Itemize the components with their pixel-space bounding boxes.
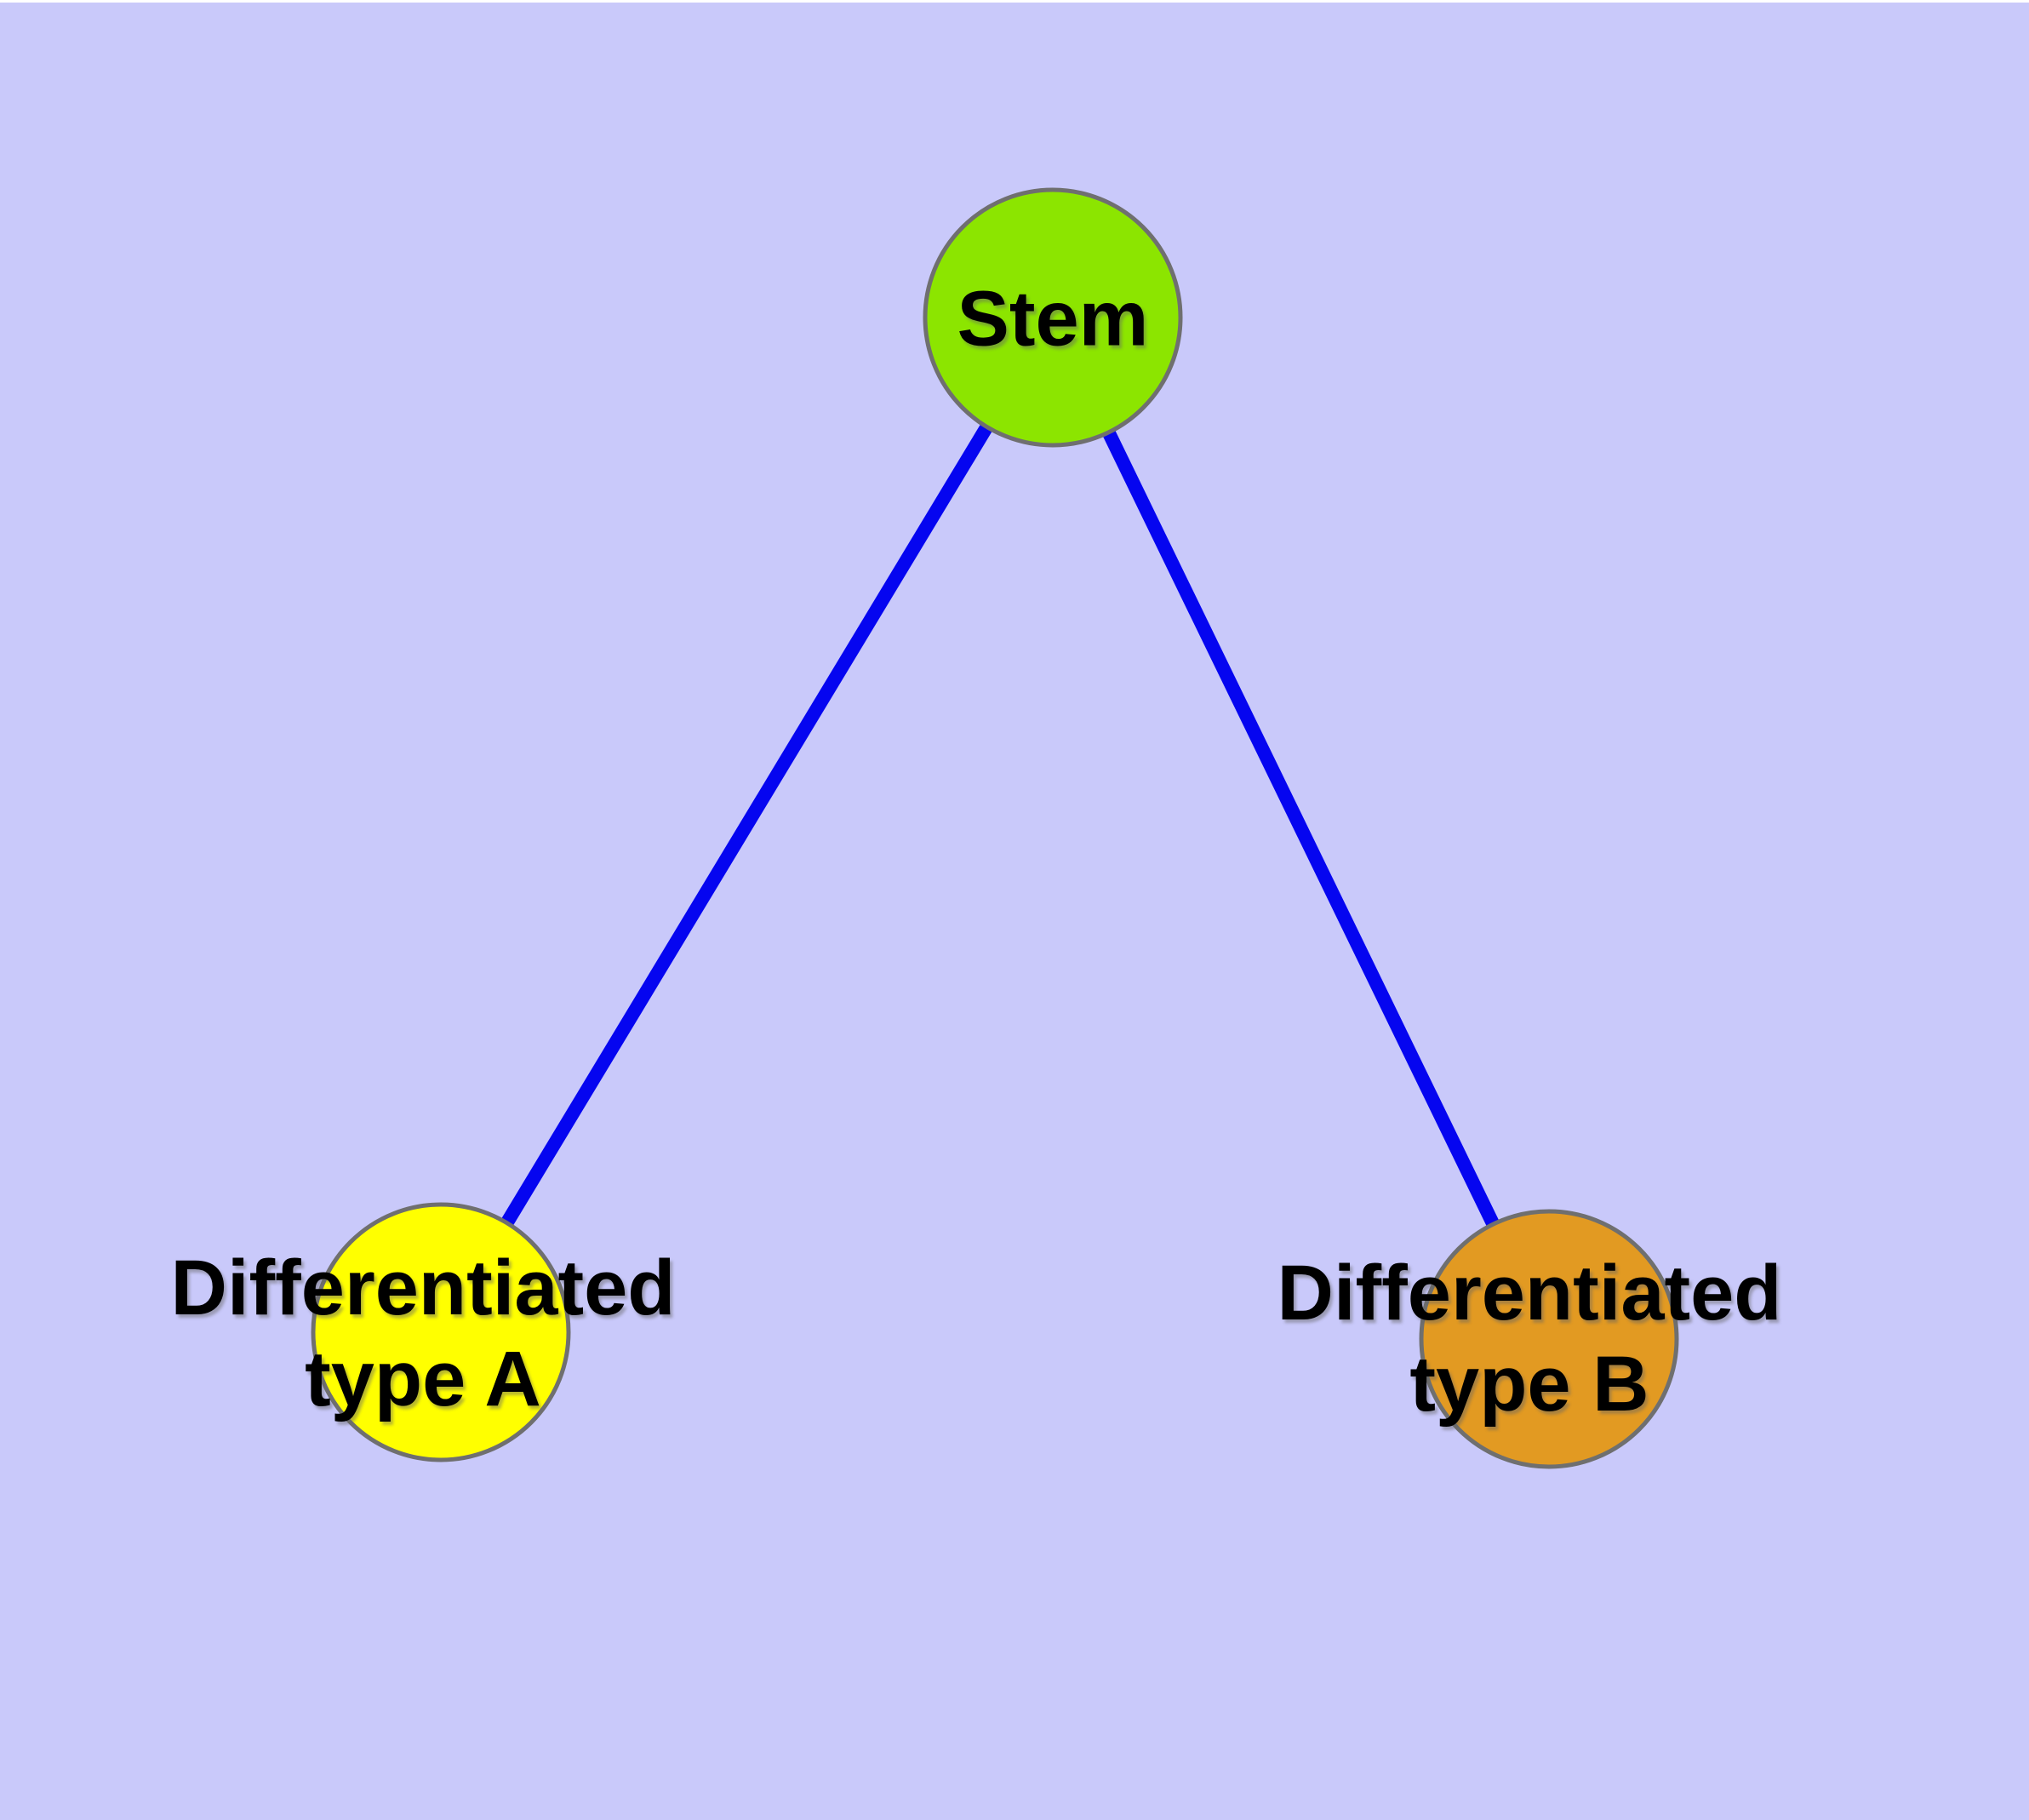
edge-stem-to-type-b (1046, 314, 1556, 1342)
type-a-label-line1: Differentiated (170, 1245, 676, 1331)
type-b-label-line1: Differentiated (1277, 1250, 1782, 1336)
node-differentiated-type-a (311, 1202, 571, 1462)
node-differentiated-type-b (1419, 1209, 1679, 1469)
node-stem-label-text: Stem (957, 275, 1149, 363)
diagram-canvas: Stem Differentiated type A Differentiate… (0, 3, 2029, 1820)
cell-lineage-diagram (311, 187, 1679, 1469)
type-a-label-line2: type A (305, 1336, 541, 1422)
node-stem (923, 187, 1183, 448)
type-b-label-line2: type B (1409, 1341, 1649, 1428)
node-differentiated-type-a-label: Differentiated type A (171, 1243, 676, 1425)
node-differentiated-type-b-label: Differentiated type B (1277, 1248, 1782, 1430)
edge-stem-to-type-a (435, 313, 1059, 1336)
node-stem-label: Stem (957, 274, 1149, 365)
